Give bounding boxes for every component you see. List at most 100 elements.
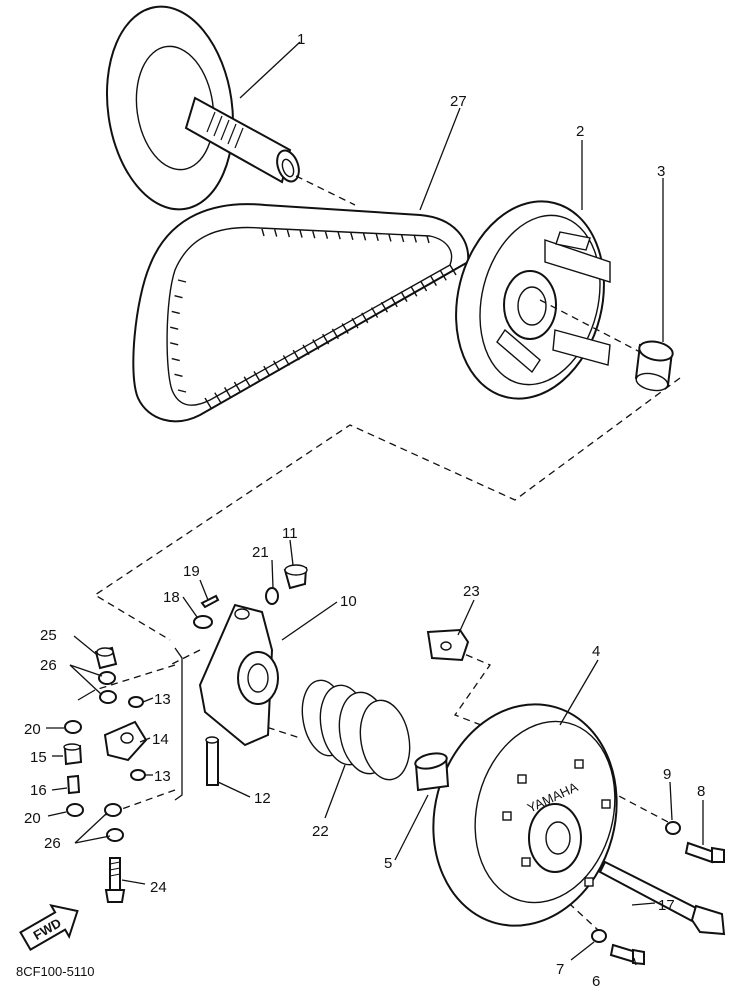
belt-tooth (170, 342, 179, 346)
washer-part-9 (665, 821, 681, 835)
washers-part-26 (98, 671, 124, 842)
washer-part-7 (591, 929, 607, 943)
belt-tooth (286, 229, 291, 238)
bushing-part-3 (634, 340, 674, 392)
spacer-part-16 (66, 774, 81, 795)
drive-belt-part-27 (132, 203, 470, 423)
washer-part-21 (265, 587, 279, 605)
bushing-part-15 (63, 743, 83, 766)
callout-23: 23 (463, 583, 480, 600)
belt-tooth (223, 386, 232, 398)
belt-tooth (312, 339, 320, 350)
callout-18: 18 (163, 589, 180, 606)
belt-tooth (362, 233, 367, 241)
callout-25: 25 (40, 627, 57, 644)
belt-tooth (449, 264, 457, 276)
leader-lines (46, 41, 704, 966)
belt-tooth (390, 296, 398, 308)
pin-part-19 (200, 594, 220, 609)
callout-15: 15 (30, 749, 47, 766)
callout-5: 5 (384, 855, 392, 872)
belt-tooth (177, 279, 187, 283)
fwd-arrow: FWD (19, 903, 79, 952)
belt-tooth (426, 235, 430, 244)
assembly-brackets (77, 647, 183, 801)
callout-9: 9 (663, 766, 671, 783)
belt-tooth (263, 365, 271, 377)
callout-1: 1 (297, 31, 305, 48)
callout-20a: 20 (24, 721, 41, 738)
belt-tooth (370, 307, 379, 318)
belt-tooth (170, 326, 179, 330)
belt-tooth (299, 230, 303, 238)
diagram-code: 8CF100-5110 (16, 964, 95, 979)
belt-tooth (337, 232, 341, 240)
callout-3: 3 (657, 163, 665, 180)
cap-part-11 (283, 564, 308, 590)
belt-tooth (439, 269, 447, 281)
callout-20b: 20 (24, 810, 41, 827)
belt-tooth (261, 228, 265, 237)
callout-12: 12 (254, 790, 271, 807)
belt-teeth (170, 228, 457, 409)
bolt-part-24 (104, 857, 126, 903)
belt-tooth (253, 371, 261, 382)
belt-tooth (388, 234, 392, 242)
belt-tooth (292, 349, 300, 361)
belt-tooth (413, 235, 417, 243)
callout-6: 6 (592, 973, 600, 990)
belt-tooth (312, 230, 316, 239)
nut-part-25 (94, 646, 118, 670)
callout-19: 19 (183, 563, 200, 580)
collar-part-18 (193, 615, 213, 629)
callout-14: 14 (152, 731, 169, 748)
belt-tooth (380, 301, 389, 313)
callout-13b: 13 (154, 768, 171, 785)
belt-tooth (375, 233, 379, 242)
callout-26b: 26 (44, 835, 61, 852)
bolt-part-17 (598, 860, 726, 936)
callout-7: 7 (556, 961, 564, 978)
bolt-part-6 (609, 943, 645, 966)
belt-tooth (204, 397, 212, 409)
fixed-sheave-part-1 (105, 5, 300, 211)
belt-tooth (282, 355, 291, 366)
belt-tooth (429, 275, 438, 287)
collar-part-5 (414, 752, 450, 792)
belt-tooth (350, 232, 354, 240)
belt-tooth (171, 310, 180, 315)
belt-tooth (177, 389, 187, 393)
belt-tooth (400, 234, 405, 243)
belt-tooth (341, 323, 349, 334)
belt-tooth (321, 333, 330, 345)
belt-tooth (302, 344, 310, 356)
callout-24: 24 (150, 879, 167, 896)
belt-tooth (233, 381, 242, 393)
movable-sheave-part-2 (455, 200, 611, 400)
belt-tooth (214, 392, 222, 404)
callout-16: 16 (30, 782, 47, 799)
spider-part-10 (198, 603, 279, 747)
belt-tooth (174, 295, 183, 299)
belt-tooth (324, 231, 329, 239)
callout-17: 17 (658, 897, 675, 914)
belt-tooth (410, 285, 418, 297)
belt-tooth (243, 376, 251, 388)
collar-part-20 (64, 720, 84, 817)
bolt-part-8 (684, 841, 725, 864)
pin-part-12 (205, 736, 219, 786)
callout-8: 8 (697, 783, 705, 800)
belt-tooth (174, 373, 183, 377)
callout-21: 21 (252, 544, 269, 561)
weight-arm-part-14 (103, 720, 148, 762)
belt-tooth (351, 317, 359, 329)
callout-27: 27 (450, 93, 467, 110)
callout-22: 22 (312, 823, 329, 840)
belt-tooth (171, 357, 180, 362)
callout-13a: 13 (154, 691, 171, 708)
callout-4: 4 (592, 643, 600, 660)
callout-2: 2 (576, 123, 584, 140)
belt-tooth (361, 312, 369, 324)
belt-tooth (331, 328, 340, 340)
